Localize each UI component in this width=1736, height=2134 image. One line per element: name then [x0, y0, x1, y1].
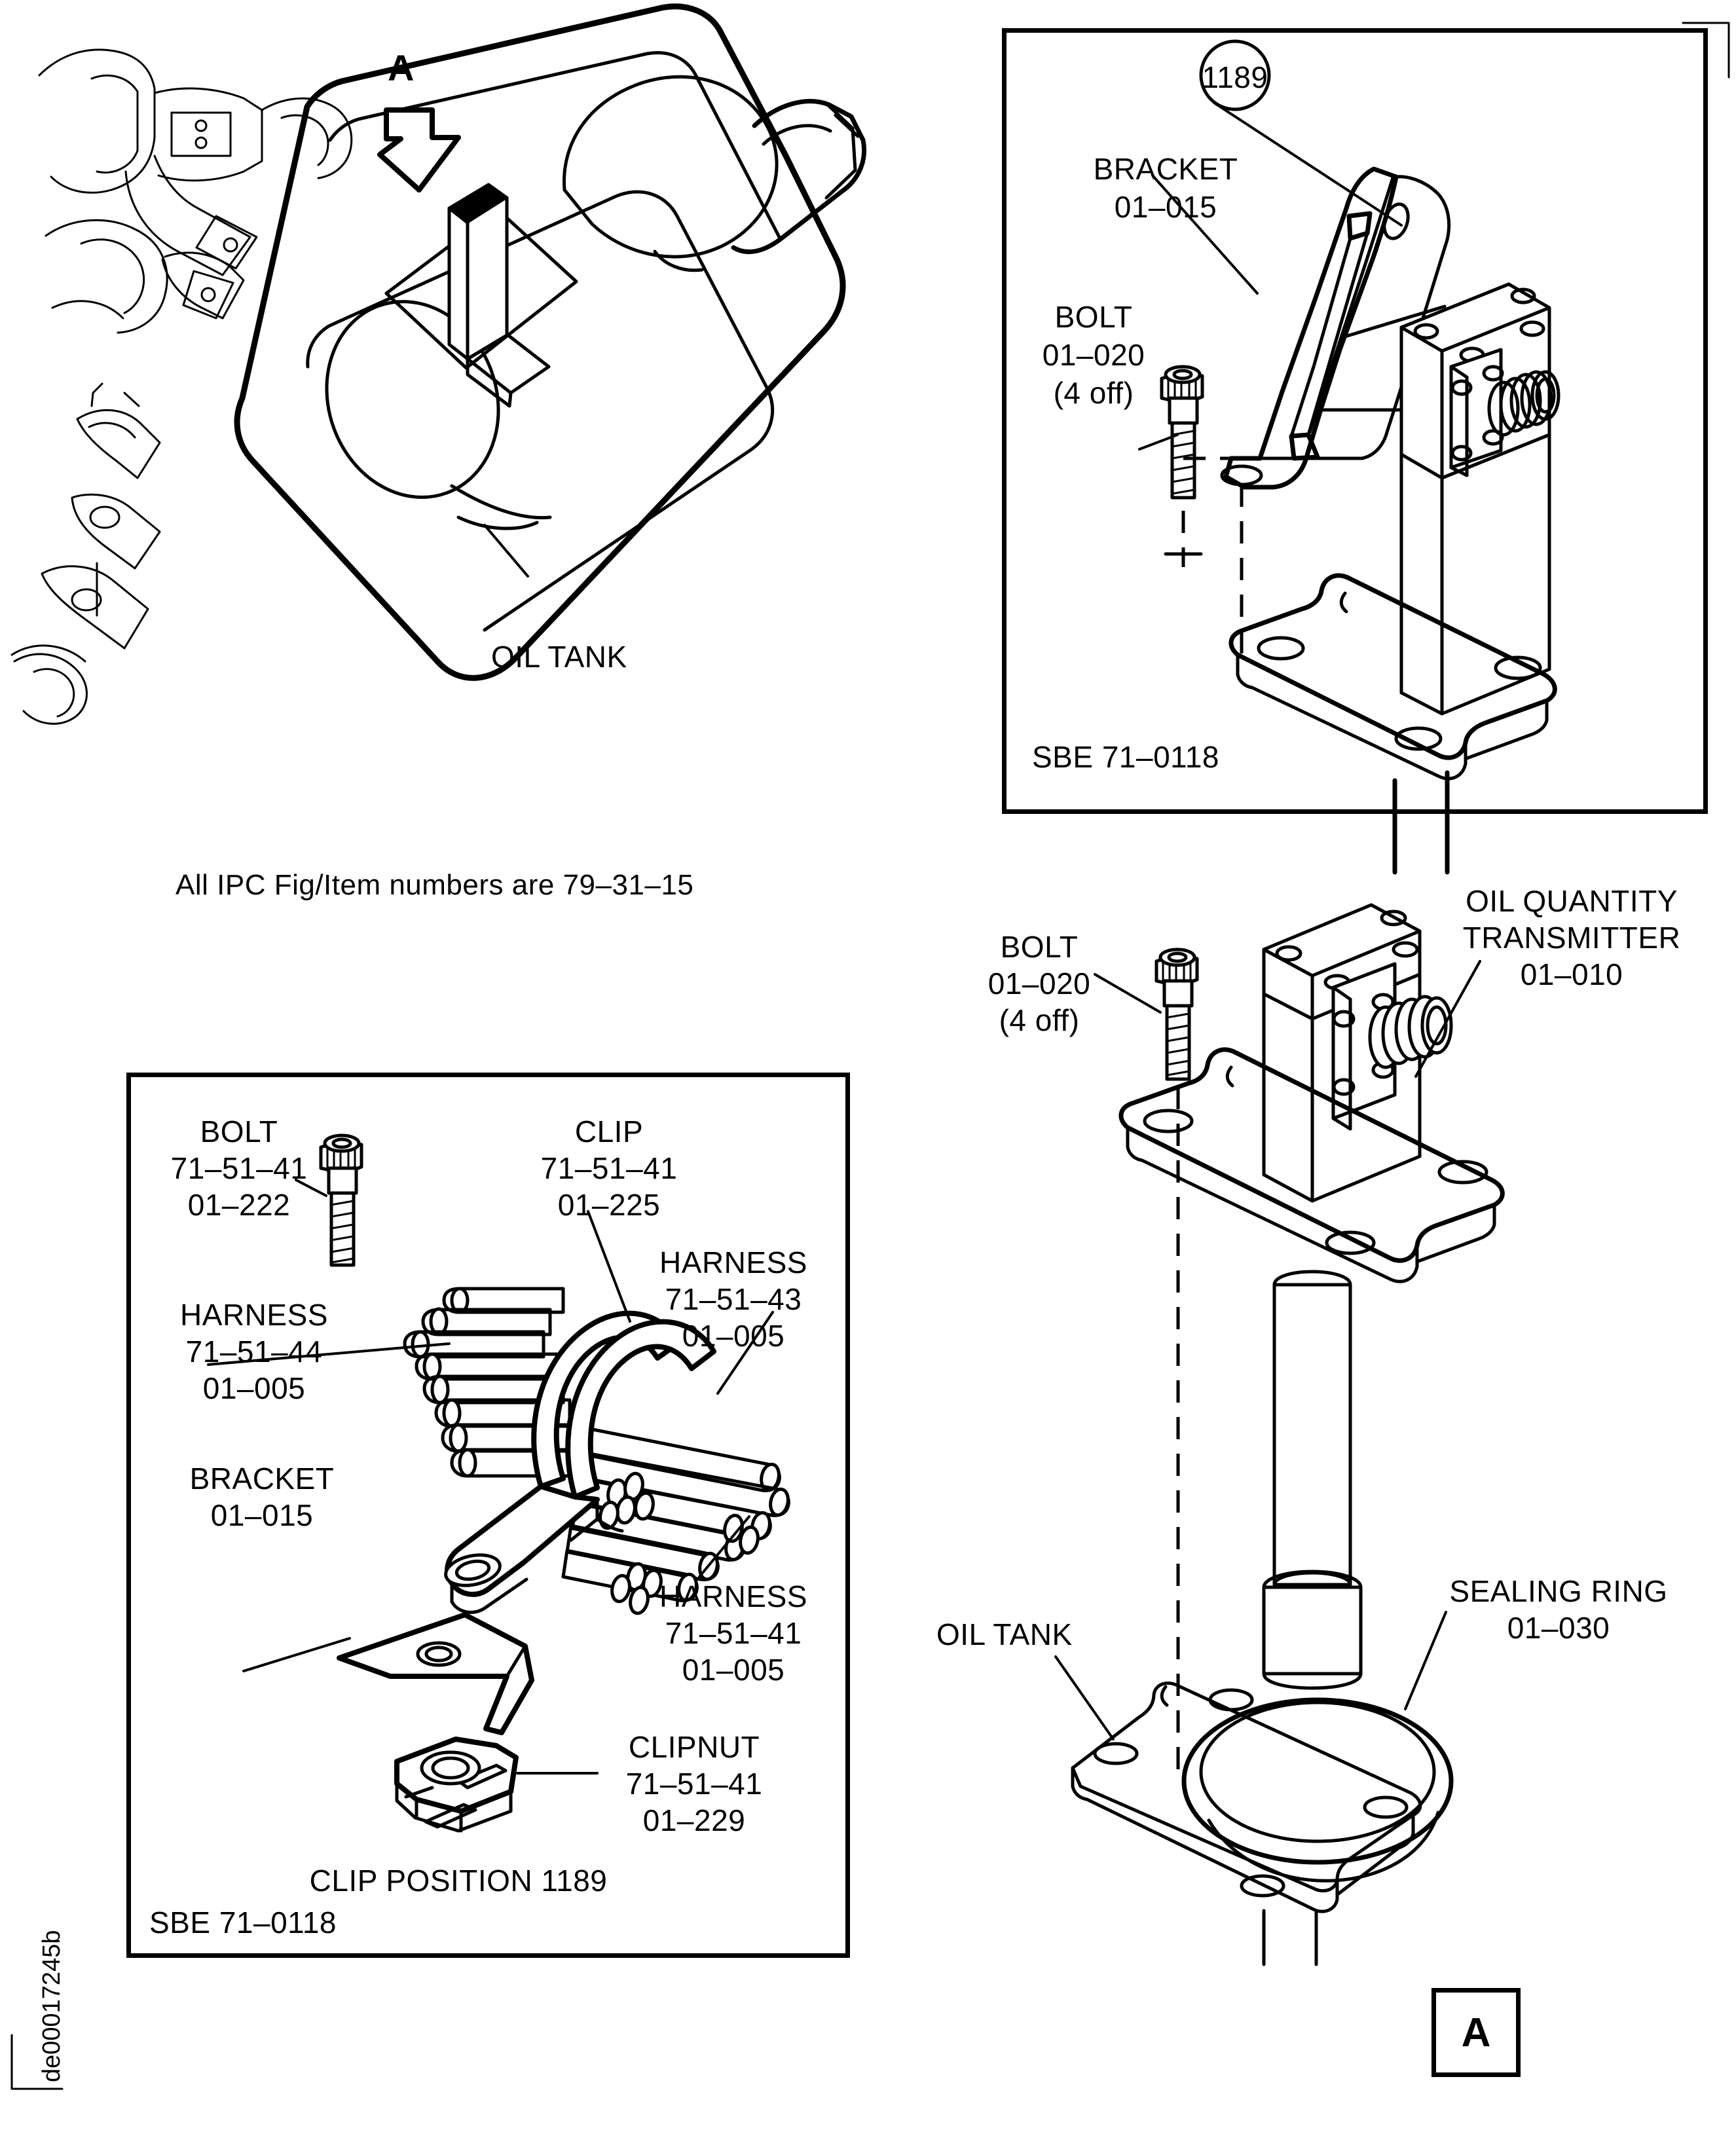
oil-tank-surface [1071, 1682, 1422, 1966]
label-harness-4343-fig: 71–51–43 [665, 1282, 802, 1316]
clipnut-part [394, 1737, 519, 1833]
label-bolt-title-bracket: BOLT [1054, 300, 1133, 334]
label-harness-4141-number: 01–005 [682, 1653, 785, 1687]
label-bolt-fig-clip: 71–51–41 [170, 1151, 308, 1185]
bolt-part-01-020 [1160, 365, 1204, 500]
view-clip-position-detail [207, 1133, 790, 1833]
label-harness-4444-title: HARNESS [180, 1298, 328, 1332]
label-oil-tank-overview: OIL TANK [491, 640, 627, 674]
label-clip-position-title: CLIP POSITION 1189 [309, 1864, 608, 1898]
label-bracket-number: 01–015 [1114, 190, 1217, 224]
clip-foot [444, 1477, 624, 1614]
transmitter-flange [1118, 1047, 1505, 1283]
label-sealing-ring-number: 01–030 [1507, 1611, 1610, 1645]
label-harness-4444-number: 01–005 [202, 1371, 306, 1405]
tank-stub [1392, 770, 1450, 875]
label-clip-fig: 71–51–41 [540, 1151, 678, 1185]
clip-band [531, 1310, 716, 1499]
label-bolt-number-clip: 01–222 [187, 1188, 291, 1222]
bolt-part-01-222 [319, 1133, 363, 1267]
label-clipnut-figure-number: 71–51–41 [625, 1767, 763, 1801]
label-sealing-ring: SEALING RING [1449, 1574, 1668, 1608]
leader-lines-bracket-detail [1138, 174, 1259, 451]
label-clipnut-title: CLIPNUT [628, 1730, 760, 1764]
label-bolt-title-transmitter: BOLT [1000, 930, 1079, 964]
bracket-plate-part [337, 1612, 534, 1735]
label-harness-4343-number: 01–005 [682, 1319, 785, 1353]
view-bracket-detail [1138, 39, 1561, 875]
label-clipnut-number: 01–229 [642, 1803, 746, 1837]
transmitter-unit [1399, 282, 1561, 716]
bracket-part [1220, 166, 1451, 490]
label-clip-number: 01–225 [557, 1188, 661, 1222]
label-sbe-bracket-panel: SBE 71–0118 [1032, 740, 1219, 774]
label-harness-4343-title: HARNESS [659, 1245, 807, 1279]
label-sbe-clip-panel: SBE 71–0118 [149, 1905, 337, 1940]
label-bolt-title-clip: BOLT [200, 1114, 278, 1149]
label-transmitter-number: 01–010 [1520, 957, 1623, 991]
registration-mark-bottom-left [10, 2034, 64, 2090]
label-clip-title: CLIP [574, 1114, 644, 1149]
probe-tube [1262, 1270, 1363, 1690]
label-bolt-qty-transmitter: (4 off) [999, 1003, 1080, 1037]
label-harness-4141-fig: 71–51–41 [665, 1616, 802, 1650]
label-oil-tank-transmitter: OIL TANK [936, 1617, 1073, 1651]
harness-bundle-left [403, 1287, 585, 1478]
label-harness-4444-fig: 71–51–44 [185, 1334, 323, 1369]
transmitter-body [1262, 903, 1453, 1203]
leader-lines-clip-detail [207, 1179, 774, 1775]
label-bolt-number-bracket: 01–020 [1042, 338, 1145, 372]
leader-lines-transmitter [1054, 960, 1481, 1740]
label-bolt-qty-bracket: (4 off) [1053, 376, 1134, 410]
view-oil-tank-overview [10, 3, 866, 725]
view-transmitter-detail [1054, 903, 1505, 1966]
sealing-ring-part [1181, 1697, 1454, 1883]
label-bracket-title: BRACKET [1093, 152, 1238, 186]
oil-tank-body [234, 3, 866, 681]
mounting-flange [1228, 573, 1557, 781]
label-bracket-clip-number: 01–015 [210, 1498, 314, 1532]
registration-mark-top-right [1682, 22, 1730, 79]
detail-arrow-a [377, 107, 461, 193]
panel-clip-position-detail [126, 1073, 850, 1958]
assembly-axis [1164, 456, 1244, 655]
balloon-1189 [1199, 39, 1403, 227]
bolt-part-01-020-lower [1154, 947, 1199, 1081]
label-transmitter: TRANSMITTER [1462, 921, 1681, 955]
airframe-structure [10, 48, 353, 725]
detail-marker-a-box: A [1431, 1988, 1521, 2077]
drawing-id: de00017245b [38, 1930, 65, 2082]
label-bolt-number-transmitter: 01–020 [988, 966, 1091, 1001]
label-oil-quantity: OIL QUANTITY [1466, 884, 1678, 918]
balloon-1189-text: 1189 [1202, 60, 1268, 94]
label-harness-4141-title: HARNESS [659, 1579, 807, 1613]
panel-bracket-detail [1002, 28, 1708, 814]
label-bracket-clip-title: BRACKET [189, 1462, 335, 1496]
detail-letter-a-overview: A [388, 47, 415, 88]
note-ipc-numbers: All IPC Fig/Item numbers are 79–31–15 [175, 869, 694, 901]
